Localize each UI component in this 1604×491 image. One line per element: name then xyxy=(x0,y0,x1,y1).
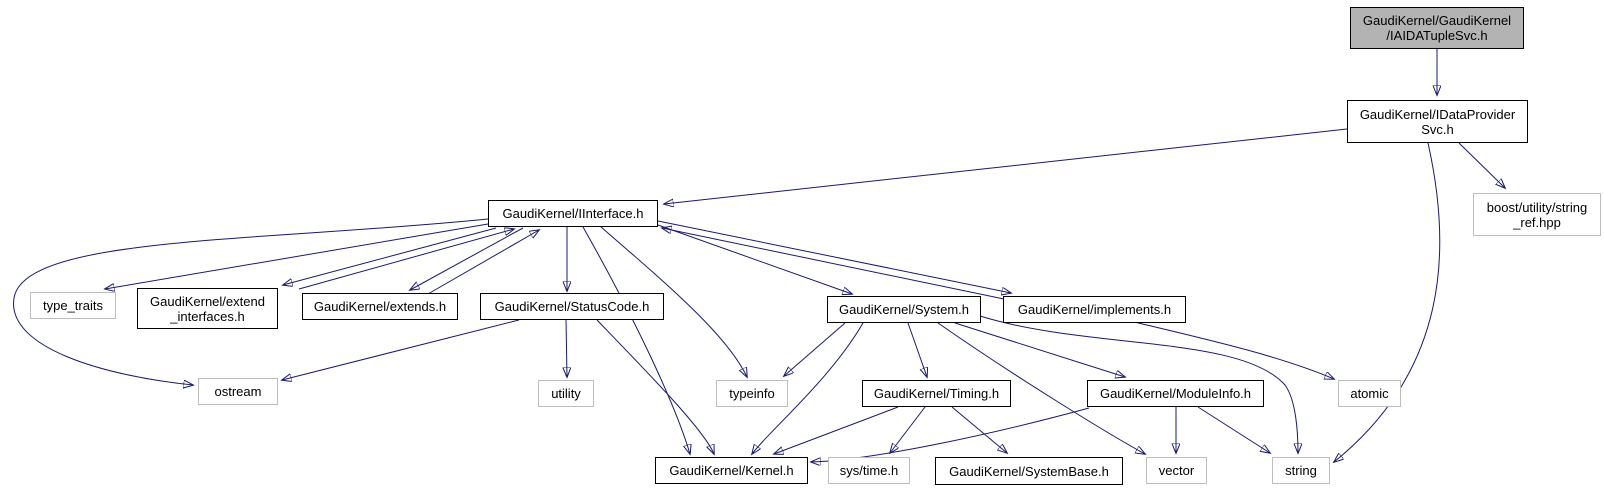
node-kernel[interactable]: GaudiKernel/Kernel.h xyxy=(655,457,808,484)
edge-timing-systime xyxy=(890,406,926,453)
edge-iface-type_traits xyxy=(105,223,489,289)
node-atomic: atomic xyxy=(1338,380,1401,407)
edge-statuscode-kernel xyxy=(596,319,714,454)
edge-moduleinfo-string xyxy=(1197,406,1270,453)
node-extends[interactable]: GaudiKernel/extends.h xyxy=(302,293,458,320)
edge-implements-iface xyxy=(662,228,1005,300)
edge-system-kernel xyxy=(752,322,864,454)
edge-iface-system xyxy=(657,224,852,294)
edge-iface-typeinfo xyxy=(600,226,747,377)
node-statuscode[interactable]: GaudiKernel/StatusCode.h xyxy=(480,293,664,320)
node-vector: vector xyxy=(1146,457,1207,484)
edge-statuscode-ostream xyxy=(282,319,520,380)
node-iaidatuplesvc: GaudiKernel/GaudiKernel /IAIDATupleSvc.h xyxy=(1350,7,1524,49)
node-implements[interactable]: GaudiKernel/implements.h xyxy=(1003,296,1186,323)
node-ostream: ostream xyxy=(198,378,278,405)
node-iinterface[interactable]: GaudiKernel/IInterface.h xyxy=(488,200,658,227)
edge-system-typeinfo xyxy=(784,322,846,376)
node-timing[interactable]: GaudiKernel/Timing.h xyxy=(862,380,1011,407)
edge-iface-implements xyxy=(657,220,1011,293)
edge-extifc-iface xyxy=(298,229,514,290)
node-moduleinfo[interactable]: GaudiKernel/ModuleInfo.h xyxy=(1087,380,1264,407)
node-string: string xyxy=(1272,457,1330,484)
edge-moduleinfo-kernel xyxy=(811,407,1090,462)
node-sys-time: sys/time.h xyxy=(828,457,910,484)
edge-idps-string xyxy=(1334,142,1441,462)
node-extend-interfaces[interactable]: GaudiKernel/extend _interfaces.h xyxy=(137,288,278,329)
node-systembase[interactable]: GaudiKernel/SystemBase.h xyxy=(935,457,1123,485)
edge-iface-kernel xyxy=(582,226,690,454)
edge-iface-ostream xyxy=(13,218,489,385)
edge-system-vector xyxy=(937,322,1145,454)
edge-idps-boost xyxy=(1458,142,1505,188)
node-utility: utility xyxy=(538,380,594,407)
edge-system-moduleinfo xyxy=(954,322,1125,377)
edge-timing-kernel xyxy=(774,406,899,454)
node-typeinfo: typeinfo xyxy=(716,380,788,407)
edge-extends-iface xyxy=(427,230,539,295)
node-boost-string-ref: boost/utility/string _ref.hpp xyxy=(1473,193,1601,236)
edge-implements-atomic xyxy=(1129,320,1334,379)
edge-iface-extends xyxy=(410,227,524,290)
edge-statuscode-utility xyxy=(566,319,567,377)
edge-timing-systembase xyxy=(951,406,1007,453)
node-idataprovidersvc[interactable]: GaudiKernel/IDataProvider Svc.h xyxy=(1347,100,1528,143)
node-system[interactable]: GaudiKernel/System.h xyxy=(827,296,981,323)
edge-iface-extifc xyxy=(283,227,497,285)
node-type-traits: type_traits xyxy=(30,292,116,319)
edge-system-timing xyxy=(907,322,927,377)
edge-idps-iface xyxy=(664,128,1348,204)
edge-system-string xyxy=(979,315,1298,453)
